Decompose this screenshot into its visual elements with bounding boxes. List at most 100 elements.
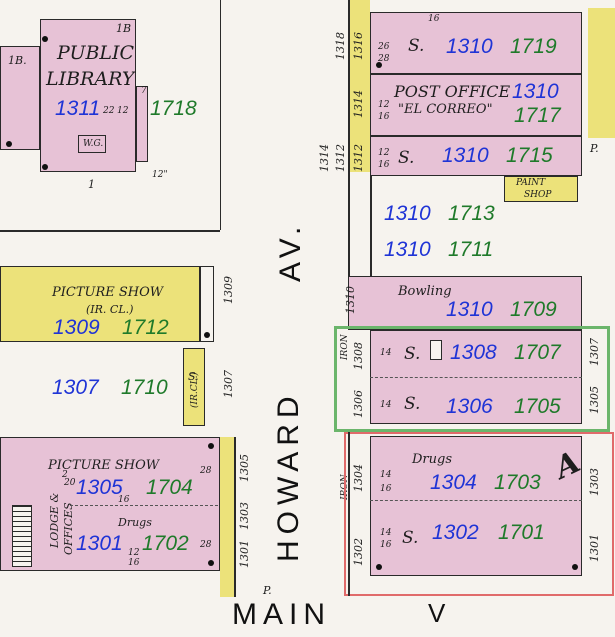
building-1707-h14: 14 xyxy=(380,348,392,358)
corner-dot xyxy=(376,62,382,68)
library-annotation-12: 12 xyxy=(117,106,129,116)
ps2-h-20: 20 xyxy=(64,478,76,488)
stair-lines xyxy=(12,505,32,567)
building-1715-h12: 12 xyxy=(378,148,390,158)
building-1707-mark: S. xyxy=(404,344,421,364)
post-office-blue-number: 1310 xyxy=(512,80,559,103)
right-lot-line xyxy=(370,176,372,276)
public-library xyxy=(40,19,136,172)
lot-1307-shed xyxy=(183,348,205,426)
library-green-number: 1718 xyxy=(150,97,197,120)
picture-show-1-address: 1309 xyxy=(222,276,235,304)
library-annotation-1: 1 xyxy=(88,178,95,191)
lot-1307-blue-number: 1307 xyxy=(52,376,99,399)
ps2-h-2: 2 xyxy=(62,470,68,480)
lot-1307-mark: S. xyxy=(188,370,199,383)
highlight-red xyxy=(344,432,614,596)
building-1719-green-number: 1719 xyxy=(510,35,557,58)
corner-dot xyxy=(208,443,214,449)
picture-show-1-label: PICTURE SHOW xyxy=(52,285,164,300)
addr-1318: 1318 xyxy=(334,32,347,60)
picture-show-2-blue-number: 1305 xyxy=(76,476,123,499)
corner-dot xyxy=(6,141,12,147)
ps2-address-1305: 1305 xyxy=(238,454,251,482)
paint-shop-label-1: PAINT xyxy=(516,178,546,188)
ps2-h-28b: 28 xyxy=(200,540,212,550)
building-1719-h16: 16 xyxy=(428,14,440,24)
building-1705-blue-number: 1306 xyxy=(446,395,493,418)
drugs-label-left: Drugs xyxy=(118,516,152,529)
corner-dot xyxy=(204,332,210,338)
addr-1314: 1314 xyxy=(318,144,331,172)
addr-1312: 1312 xyxy=(334,144,347,172)
picture-show-2 xyxy=(0,437,220,571)
lot-1713-green-number: 1713 xyxy=(448,202,495,225)
building-1719-mark: S. xyxy=(408,36,425,56)
party-line xyxy=(70,505,218,506)
picture-show-1-blue-number: 1309 xyxy=(53,316,100,339)
building-1703-1701 xyxy=(370,436,582,576)
drugs-left-blue-number: 1301 xyxy=(76,532,123,555)
party-line-1707 xyxy=(370,377,582,378)
lot-1307-green-number: 1710 xyxy=(121,376,168,399)
addr-1316: 1316 xyxy=(352,32,365,60)
street-label-howard: HOWARD xyxy=(272,390,305,562)
post-office-label-2: "EL CORREO" xyxy=(398,102,493,117)
ps2-address-1303: 1303 xyxy=(238,502,251,530)
drugs-right-label: Drugs xyxy=(412,452,453,467)
right-curb-line xyxy=(348,0,350,276)
post-office xyxy=(370,74,582,136)
lot-1711-green-number: 1711 xyxy=(448,238,494,261)
corner-dot xyxy=(42,36,48,42)
addr-1314-top: 1314 xyxy=(352,90,365,118)
ps2-h-28a: 28 xyxy=(200,466,212,476)
picture-show-1-sub: (IR. CL.) xyxy=(86,303,134,316)
party-line-1703 xyxy=(370,500,582,501)
ps2-address-1301: 1301 xyxy=(238,540,251,568)
street-label-main: MAIN xyxy=(232,598,331,631)
picture-show-2-lodge: LODGE & xyxy=(48,492,61,548)
building-1701-green-number: 1701 xyxy=(498,521,545,544)
library-wg-box xyxy=(78,135,106,153)
lot-line xyxy=(0,230,220,232)
bowling-label: Bowling xyxy=(398,284,452,299)
right-curb-line-lower xyxy=(348,432,350,596)
bowling-green-number: 1709 xyxy=(510,298,557,321)
lot-1711-blue-number: 1310 xyxy=(384,238,431,261)
building-1707-blue-number: 1308 xyxy=(450,341,497,364)
post-office-label-1: POST OFFICE xyxy=(394,82,511,101)
corner-dot xyxy=(42,164,48,170)
building-1715-p: P. xyxy=(590,142,599,155)
street-label-main-suffix: V xyxy=(428,598,452,628)
building-1705-h14: 14 xyxy=(380,400,392,410)
building-1707-green-number: 1707 xyxy=(514,341,561,364)
lot-1307-irc: (IR.CL.) xyxy=(190,372,200,408)
library-label-1: PUBLIC xyxy=(57,42,135,64)
drugs-h16: 16 xyxy=(380,484,392,494)
lot-1307-address: 1307 xyxy=(222,370,235,398)
drugs-right-blue-number: 1304 xyxy=(430,471,477,494)
lot-1713-blue-number: 1310 xyxy=(384,202,431,225)
corner-dot xyxy=(208,560,214,566)
library-height-mark: 1B xyxy=(116,22,132,35)
library-wg-label: W.G. xyxy=(83,139,104,149)
building-1701-h14: 14 xyxy=(380,528,392,538)
right-edge-yellow xyxy=(588,8,615,138)
post-office-green-number: 1717 xyxy=(514,104,561,127)
building-1715 xyxy=(370,136,582,176)
building-1719 xyxy=(370,12,582,74)
library-annex-label: 1B. xyxy=(8,54,27,67)
library-blue-number: 1311 xyxy=(55,97,101,120)
highlight-green xyxy=(334,326,610,432)
building-1707-box-icon xyxy=(430,340,442,360)
left-block-outline xyxy=(0,0,221,230)
library-annotation-12ft: 12" xyxy=(152,170,168,180)
building-1715-h16: 16 xyxy=(378,160,390,170)
bowling-address: 1310 xyxy=(344,286,357,314)
paint-shop xyxy=(504,176,578,202)
library-label-2: LIBRARY xyxy=(46,68,135,90)
post-office-h16: 16 xyxy=(378,112,390,122)
corner-dot xyxy=(376,564,382,570)
building-1715-mark: S. xyxy=(398,148,415,168)
